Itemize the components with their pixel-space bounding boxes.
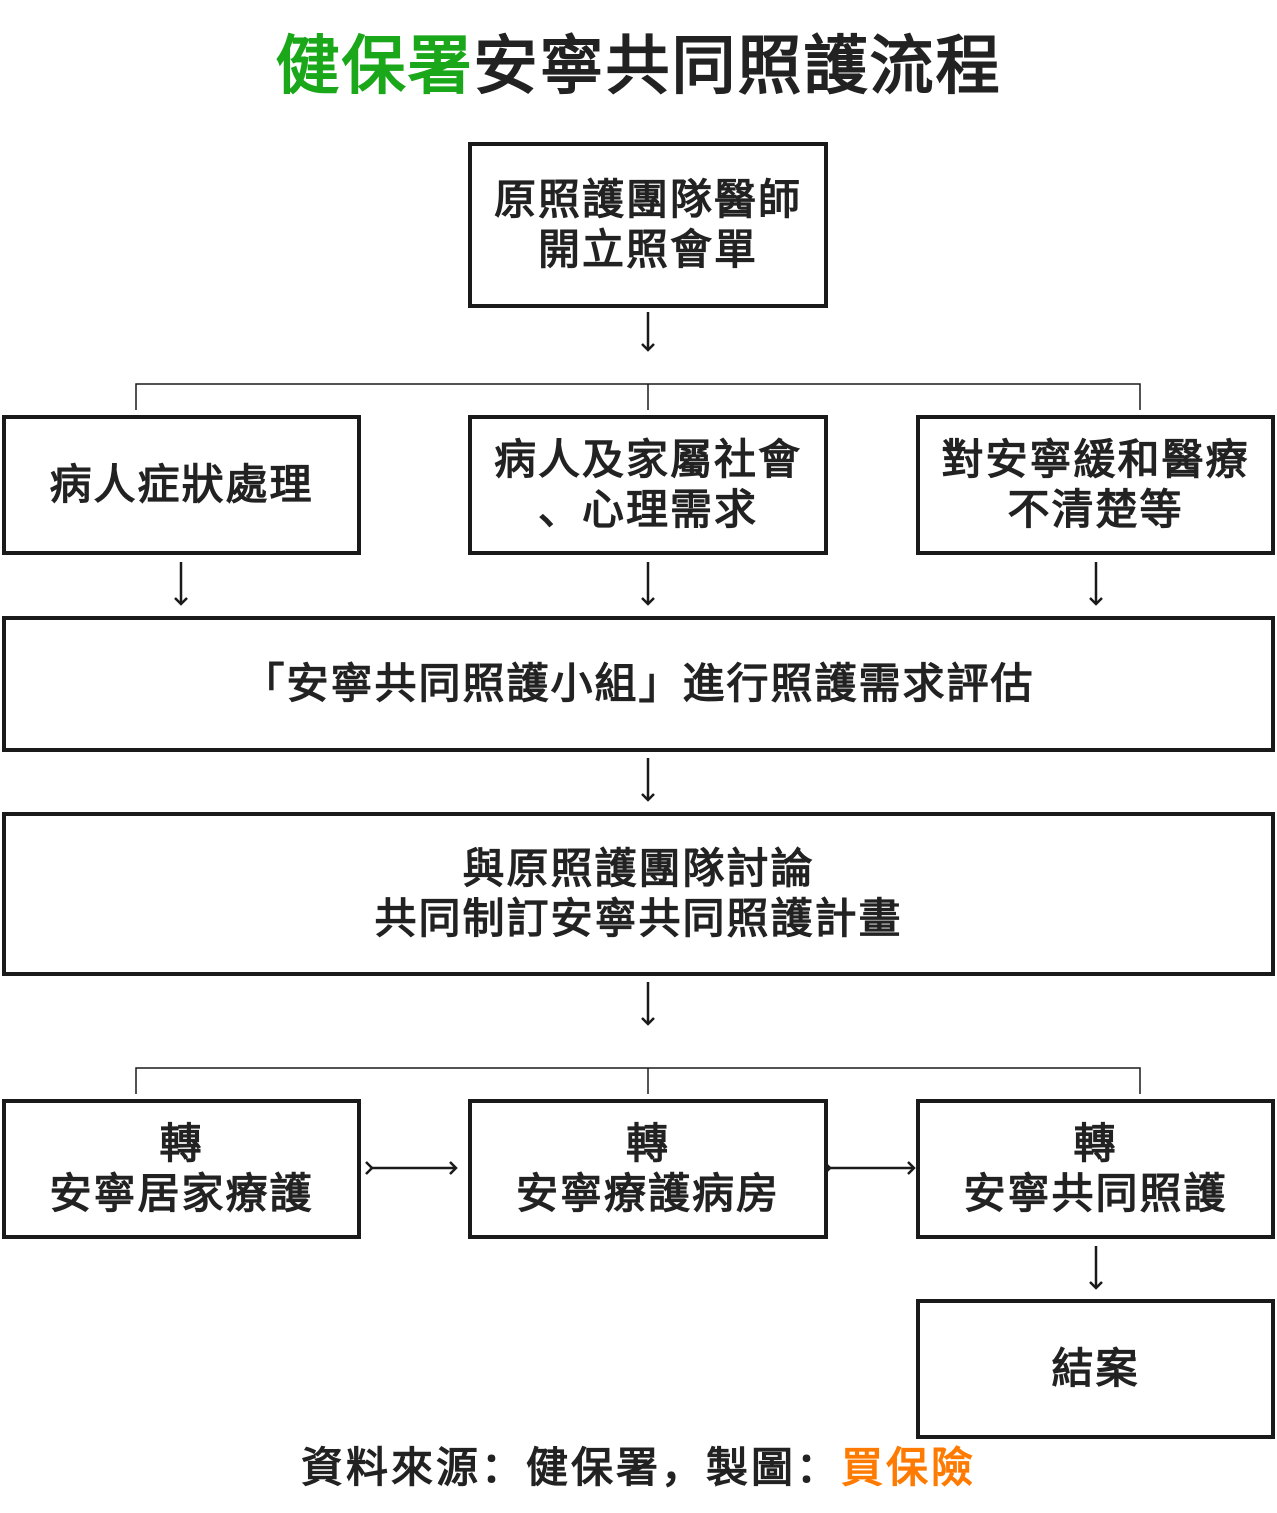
node-shared-care-line2: 安寧共同照護	[963, 1169, 1228, 1218]
page-title: 健保署安寧共同照護流程	[0, 22, 1277, 112]
node-referral-line2: 開立照會單	[537, 225, 758, 274]
node-home-care: 轉 安寧居家療護	[2, 1099, 361, 1239]
node-symptom-line1: 病人症狀處理	[49, 460, 314, 509]
node-close-line1: 結案	[1051, 1344, 1140, 1393]
node-ward: 轉 安寧療護病房	[468, 1099, 828, 1239]
node-home-care-line1: 轉	[159, 1119, 204, 1168]
node-referral-line1: 原照護團隊醫師	[493, 175, 802, 224]
node-plan: 與原照護團隊討論 共同制訂安寧共同照護計畫	[2, 812, 1275, 976]
node-assessment-line1: 「安寧共同照護小組」進行照護需求評估	[242, 659, 1035, 708]
node-plan-line2: 共同制訂安寧共同照護計畫	[374, 894, 903, 943]
node-psychosocial-line2: 、心理需求	[537, 485, 758, 534]
node-symptom: 病人症狀處理	[2, 415, 361, 555]
node-psychosocial: 病人及家屬社會 、心理需求	[468, 415, 828, 555]
node-unclear-line1: 對安寧緩和醫療	[941, 435, 1250, 484]
branch-bracket-bottom	[135, 1067, 1141, 1094]
node-unclear: 對安寧緩和醫療 不清楚等	[916, 415, 1275, 555]
node-shared-care: 轉 安寧共同照護	[916, 1099, 1275, 1239]
node-ward-line2: 安寧療護病房	[515, 1169, 780, 1218]
node-referral: 原照護團隊醫師 開立照會單	[468, 142, 828, 308]
title-main: 安寧共同照護流程	[473, 30, 1002, 104]
node-ward-line1: 轉	[625, 1119, 670, 1168]
node-assessment: 「安寧共同照護小組」進行照護需求評估	[2, 616, 1275, 752]
node-shared-care-line1: 轉	[1073, 1119, 1118, 1168]
title-accent: 健保署	[275, 30, 474, 104]
node-close: 結案	[916, 1299, 1275, 1439]
node-psychosocial-line1: 病人及家屬社會	[493, 435, 802, 484]
node-home-care-line2: 安寧居家療護	[49, 1169, 314, 1218]
source-credit-text: 資料來源：健保署，製圖：	[300, 1443, 841, 1492]
node-plan-line1: 與原照護團隊討論	[462, 844, 815, 893]
branch-bracket-top	[135, 383, 1141, 410]
maker-name: 買保險	[841, 1443, 977, 1492]
node-unclear-line2: 不清楚等	[1007, 485, 1184, 534]
source-credit: 資料來源：健保署，製圖：買保險	[0, 1438, 1277, 1498]
